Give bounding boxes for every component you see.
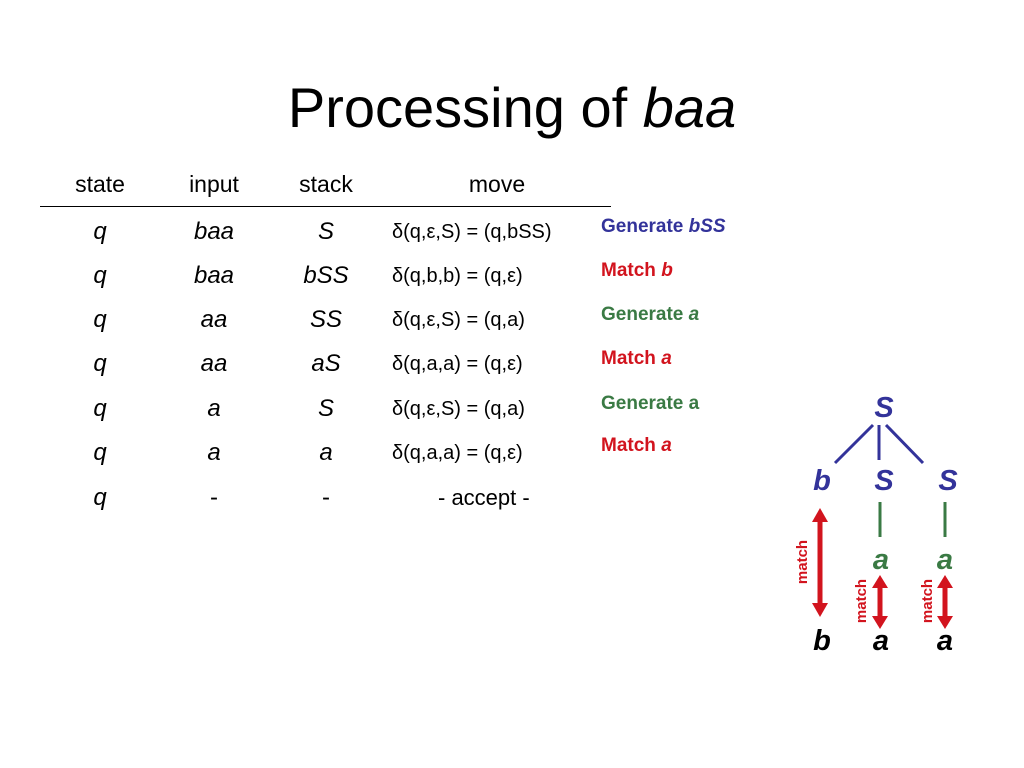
cell-stack: S	[317, 395, 334, 422]
header-move: move	[468, 171, 526, 197]
cell-input: baa	[193, 218, 235, 245]
cell-state: q	[93, 439, 107, 466]
cell-move: δ(q,a,a) = (q,ε)	[392, 442, 523, 464]
row-note: Generate bSS	[601, 216, 726, 237]
cell-move: δ(q,b,b) = (q,ε)	[392, 265, 523, 287]
row-note: Match a	[601, 435, 672, 456]
cell-input: aa	[200, 306, 228, 333]
cell-move: δ(q,ε,S) = (q,bSS)	[392, 221, 552, 243]
cell-move: - accept -	[438, 485, 530, 510]
match-arrow-a1	[872, 575, 888, 629]
cell-move: δ(q,a,a) = (q,ε)	[392, 353, 523, 375]
cell-input: aa	[200, 350, 228, 377]
match-label-b: match	[794, 540, 811, 584]
cell-state: q	[93, 395, 107, 422]
tree-child-b: b	[813, 465, 831, 497]
header-input: input	[189, 171, 239, 197]
tree-leaf-a2: a	[937, 544, 953, 576]
header-rule	[40, 206, 611, 207]
input-terminal-b: b	[813, 625, 831, 657]
cell-stack: SS	[309, 306, 342, 333]
cell-state: q	[93, 484, 107, 511]
header-state: state	[75, 171, 125, 197]
cell-stack: S	[317, 218, 334, 245]
row-note: Generate a	[601, 393, 700, 414]
cell-input: -	[210, 484, 218, 511]
cell-input: a	[207, 439, 221, 466]
cell-stack: a	[319, 439, 333, 466]
title-emphasis: baa	[642, 76, 737, 139]
title-text: Processing of	[287, 76, 643, 139]
tree-edge	[884, 423, 925, 465]
cell-move: δ(q,ε,S) = (q,a)	[392, 309, 525, 331]
row-note: Match a	[601, 348, 672, 369]
tree-child-S1: S	[874, 465, 894, 497]
parse-tree-diagram: S b S S a a match match match b a a	[794, 392, 958, 657]
tree-leaf-a1: a	[873, 544, 889, 576]
match-arrow-a2	[937, 575, 953, 629]
row-note: Generate a	[601, 304, 700, 325]
cell-state: q	[93, 350, 107, 377]
row-note: Match b	[601, 260, 673, 281]
cell-state: q	[93, 306, 107, 333]
cell-stack: aS	[311, 350, 341, 377]
cell-state: q	[93, 262, 107, 289]
slide-title: Processing of baa	[0, 68, 1024, 148]
input-terminal-a1: a	[873, 625, 889, 657]
header-stack: stack	[299, 171, 353, 197]
tree-root: S	[874, 392, 894, 424]
cell-move: δ(q,ε,S) = (q,a)	[392, 398, 525, 420]
cell-state: q	[93, 218, 107, 245]
cell-input: a	[207, 395, 221, 422]
match-label-a2: match	[919, 579, 936, 623]
match-arrow-b	[812, 508, 828, 617]
cell-stack: bSS	[303, 262, 349, 289]
input-terminal-a2: a	[937, 625, 953, 657]
match-label-a1: match	[853, 579, 870, 623]
cell-stack: -	[322, 484, 330, 511]
cell-input: baa	[193, 262, 235, 289]
tree-child-S2: S	[938, 465, 958, 497]
tree-edge	[833, 423, 875, 465]
